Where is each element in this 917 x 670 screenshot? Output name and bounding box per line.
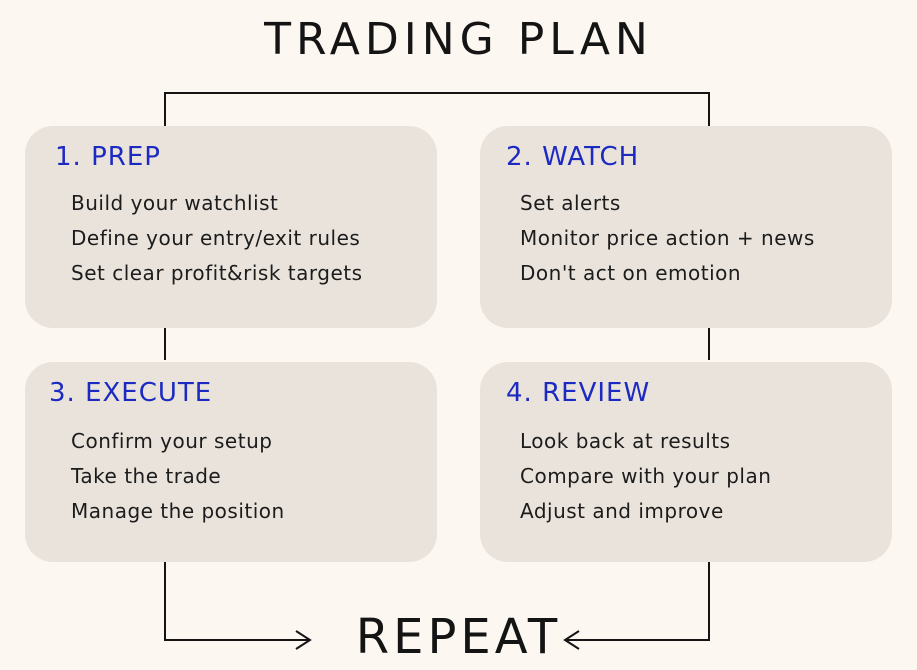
list-item: Compare with your plan [520, 464, 772, 488]
list-item: Build your watchlist [71, 191, 279, 215]
connector-top [164, 92, 710, 128]
step-list: Set alerts Monitor price action + news D… [520, 186, 815, 291]
list-item: Define your entry/exit rules [71, 226, 361, 250]
connector-bottom-right [567, 562, 710, 641]
list-item: Manage the position [71, 499, 285, 523]
step-card-review: 4. REVIEW Look back at results Compare w… [480, 362, 892, 562]
list-item: Set alerts [520, 191, 621, 215]
step-card-watch: 2. WATCH Set alerts Monitor price action… [480, 126, 892, 328]
list-item: Confirm your setup [71, 429, 273, 453]
step-heading: 3. EXECUTE [49, 378, 213, 408]
step-card-execute: 3. EXECUTE Confirm your setup Take the t… [25, 362, 437, 562]
step-heading: 2. WATCH [506, 142, 640, 172]
list-item: Set clear profit&risk targets [71, 261, 363, 285]
list-item: Monitor price action + news [520, 226, 815, 250]
list-item: Adjust and improve [520, 499, 724, 523]
step-card-prep: 1. PREP Build your watchlist Define your… [25, 126, 437, 328]
page-title: TRADING PLAN [264, 14, 653, 65]
arrow-right-icon [295, 630, 312, 650]
step-list: Look back at results Compare with your p… [520, 424, 771, 529]
connector-bottom-left [164, 562, 308, 641]
repeat-label: REPEAT [355, 609, 562, 665]
list-item: Take the trade [71, 464, 222, 488]
step-list: Build your watchlist Define your entry/e… [71, 186, 363, 291]
step-list: Confirm your setup Take the trade Manage… [71, 424, 285, 529]
step-heading: 4. REVIEW [506, 378, 651, 408]
list-item: Look back at results [520, 429, 731, 453]
arrow-left-icon [563, 630, 580, 650]
list-item: Don't act on emotion [520, 261, 742, 285]
step-heading: 1. PREP [55, 142, 161, 172]
